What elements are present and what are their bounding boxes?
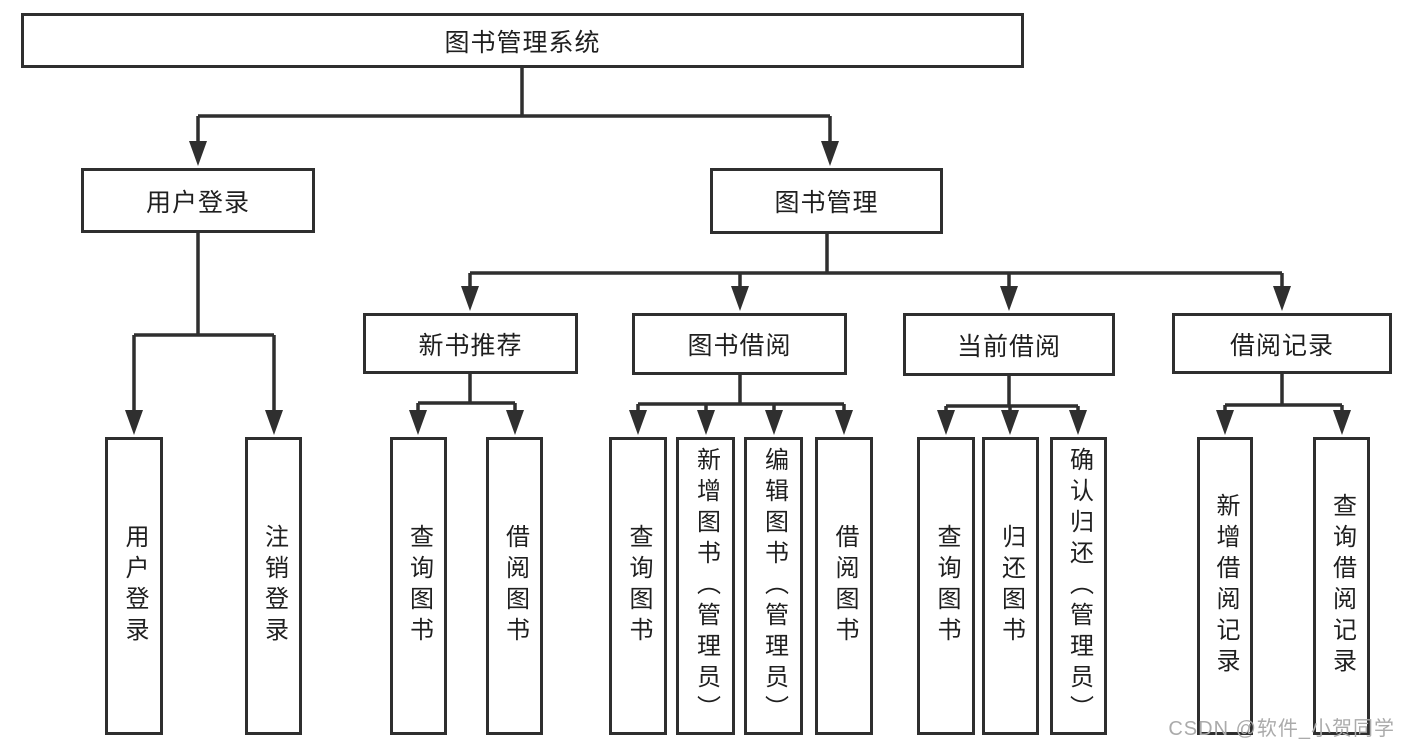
tree-edges [132,68,1344,413]
leaf-label: 新增图书（管理员） [692,446,720,726]
leaf-label: 注销登录 [260,524,288,648]
leaf-label: 查询图书 [933,524,960,648]
leaf-add-borrow-record: 新增借阅记录 [1197,437,1253,735]
node-label: 图书借阅 [687,332,792,360]
node-current-borrowing: 当前借阅 [903,313,1115,376]
leaf-query-books-3: 查询图书 [917,437,975,735]
node-book-borrowing: 图书借阅 [632,313,847,375]
node-user-login: 用户登录 [81,168,315,233]
leaf-borrow-books-1: 借阅图书 [486,437,543,735]
node-label: 新书推荐 [418,331,523,360]
leaf-add-book-admin: 新增图书（管理员） [676,437,735,735]
leaf-logout: 注销登录 [245,437,302,735]
leaf-confirm-return-admin: 确认归还（管理员） [1050,437,1107,735]
leaf-label: 查询图书 [405,524,433,648]
node-label: 图书管理系统 [444,28,601,57]
node-new-book-recommend: 新书推荐 [363,313,578,374]
arrow-down-icons [125,141,1351,435]
leaf-label: 新增借阅记录 [1212,493,1239,679]
leaf-query-books-2: 查询图书 [609,437,667,735]
leaf-label: 确认归还（管理员） [1065,446,1093,726]
leaf-query-books-1: 查询图书 [390,437,447,735]
leaf-query-borrow-record: 查询借阅记录 [1313,437,1370,735]
leaf-label: 查询图书 [625,524,652,648]
leaf-edit-book-admin: 编辑图书（管理员） [744,437,803,735]
node-label: 用户登录 [145,188,250,217]
leaf-label: 借阅图书 [831,524,858,648]
node-label: 借阅记录 [1229,331,1334,360]
leaf-user-login: 用户登录 [105,437,163,735]
csdn-watermark: CSDN @软件_小贺同学 [1168,718,1395,740]
node-label: 图书管理 [774,189,879,217]
leaf-label: 编辑图书（管理员） [760,446,788,726]
node-library-system: 图书管理系统 [21,13,1024,68]
leaf-label: 用户登录 [121,524,148,648]
leaf-label: 查询借阅记录 [1328,493,1356,679]
leaf-return-book: 归还图书 [982,437,1039,735]
node-borrowing-records: 借阅记录 [1172,313,1392,374]
node-book-management: 图书管理 [710,168,943,234]
leaf-label: 借阅图书 [501,524,529,648]
leaf-borrow-books-2: 借阅图书 [815,437,873,735]
leaf-label: 归还图书 [997,524,1025,648]
node-label: 当前借阅 [956,332,1061,361]
